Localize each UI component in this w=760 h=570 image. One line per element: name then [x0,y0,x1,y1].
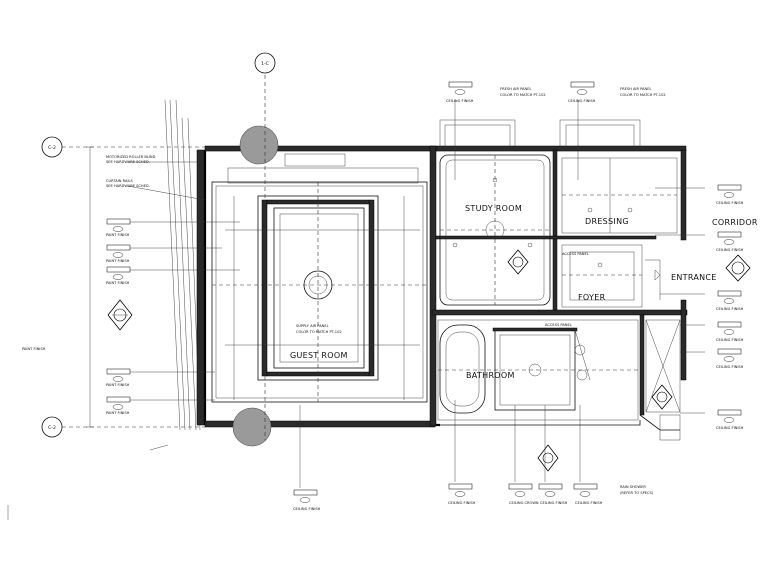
foyer-ceiling [561,244,661,308]
note-fresh-air-panel: FRESH AIR PANEL [620,87,651,91]
grid-bubble-label: 1-C [261,61,269,67]
dressing-ceiling [561,157,678,234]
note-ceiling-crown: CEILING CROWN [509,501,539,505]
note-color-match: COLOR TO MATCH PT-102 [296,330,342,334]
note-ceiling-finish: CEILING FINISH [716,338,744,342]
note-paint-finish: PAINT FINISH [106,281,130,285]
note-ceiling-finish: CEILING FINISH [293,507,321,511]
note-ceiling-finish: CEILING FINISH [540,501,568,505]
finish-tags [106,81,742,496]
note-color-match: COLOR TO MATCH PT-102 [620,93,666,97]
note-refer-specs: (REFER TO SPECS) [620,491,654,495]
structural-column [239,125,279,165]
section-marker [651,384,673,410]
room-label-guest-room: GUEST ROOM [290,351,348,360]
grid-line-1c [254,52,276,440]
note-hardware: SEE HARDWARE SCHED. [106,184,150,188]
note-ceiling-finish: CEILING FINISH [716,201,744,205]
note-ceiling-finish: CEILING FINISH [575,501,603,505]
section-marker [507,249,529,275]
grid-bubble-label: C-2 [48,145,56,151]
note-ceiling-finish: CEILING FINISH [448,501,476,505]
note-ceiling-finish: CEILING FINISH [446,99,474,103]
note-fresh-air-panel: FRESH AIR PANEL [500,87,531,91]
section-marker [107,299,133,331]
note-ceiling-finish: CEILING FINISH [716,248,744,252]
room-label-study-room: STUDY ROOM [465,204,522,213]
finish-tag-ovals [112,89,735,503]
note-rain-shower: RAIN SHOWER [620,485,646,489]
note-paint-finish: PAINT FINISH [106,259,130,263]
note-motorized-blind: MOTORIZED ROLLER BLIND [106,155,156,159]
note-paint-finish: PAINT FINISH [106,233,130,237]
room-label-foyer: FOYER [578,293,606,302]
note-ceiling-finish: CEILING FINISH [568,99,596,103]
grid-bubble-label: C-2 [48,425,56,431]
grid-line-c2-bottom [41,416,205,438]
leader-lines [127,100,705,488]
structural-column [232,407,272,447]
note-ceiling-finish: CEILING FINISH [716,426,744,430]
room-label-bathroom: BATHROOM [466,371,515,380]
bathroom-ceiling [437,319,639,421]
note-ceiling-finish: CEILING FINISH [716,365,744,369]
note-hardware: SEE HARDWARE SCHED. [106,160,150,164]
guest-room-ceiling [211,153,428,403]
study-room-ceiling [439,154,551,306]
grid-line-c2-top [41,136,205,158]
section-marker [725,254,751,282]
room-label-dressing: DRESSING [585,217,629,226]
note-paint-finish: PAINT FINISH [106,411,130,415]
exterior-walls [203,119,688,441]
room-label-corridor: CORRIDOR [712,218,758,227]
facade-window-wall [149,99,206,451]
note-supply-air-panel: SUPPLY AIR PANEL [296,324,329,328]
note-paint-finish: PAINT FINISH [22,347,46,351]
note-access-panel: ACCESS PANEL [562,252,589,256]
note-paint-finish: PAINT FINISH [106,383,130,387]
room-label-entrance: ENTRANCE [671,273,717,282]
note-curtain-rails: CURTAIN RAILS [106,179,134,183]
note-access-panel: ACCESS PANEL [545,323,572,327]
note-color-match: COLOR TO MATCH PT-102 [500,93,546,97]
section-marker [537,444,559,472]
entrance-shaft [645,269,681,413]
note-ceiling-finish: CEILING FINISH [716,307,744,311]
